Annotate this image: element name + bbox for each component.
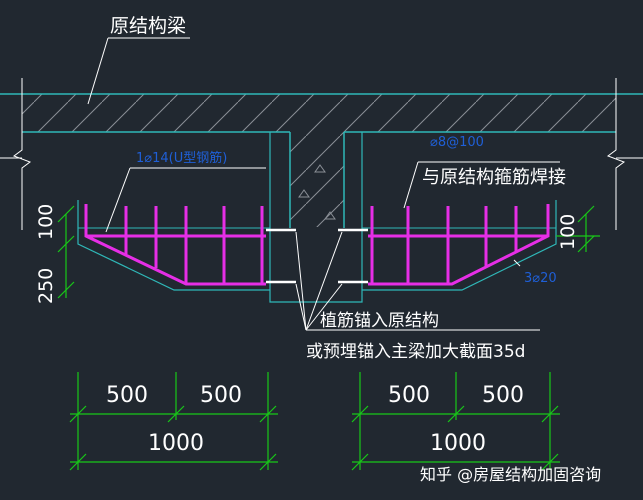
dim-bottom-right-a: 500 xyxy=(388,383,430,408)
dim-bottom-left-a: 500 xyxy=(106,383,148,408)
right-enlargement xyxy=(362,200,557,291)
stirrup-weld-note: 与原结构箍筋焊接 xyxy=(422,167,566,188)
left-rebar xyxy=(84,204,266,286)
right-vertical-dimension xyxy=(556,205,600,253)
bottom-right-dimensions xyxy=(351,372,560,471)
dim-bottom-left-b: 500 xyxy=(200,383,242,408)
anchor-note-line1: 植筋锚入原结构 xyxy=(320,311,439,331)
right-bar-tag: 3⌀20 xyxy=(524,271,557,286)
anchor-note-line2: 或预埋锚入主梁加大截面35d xyxy=(306,342,525,362)
dim-bottom-right-b: 500 xyxy=(482,383,524,408)
bottom-left-dimensions xyxy=(69,372,278,471)
leader-lines xyxy=(87,37,560,331)
dim-right-100: 100 xyxy=(557,214,579,250)
left-vertical-dimension xyxy=(57,205,75,299)
right-rebar xyxy=(368,204,550,286)
beam-web xyxy=(269,132,363,303)
original-beam xyxy=(0,78,643,230)
left-enlargement xyxy=(77,200,270,291)
dim-left-100: 100 xyxy=(35,204,57,240)
dim-bottom-right-total: 1000 xyxy=(430,431,486,456)
dim-bottom-left-total: 1000 xyxy=(148,431,204,456)
right-stirrup-tag: ⌀8@100 xyxy=(430,135,484,150)
watermark-text: 知乎 @房屋结构加固咨询 xyxy=(420,465,601,484)
original-beam-label: 原结构梁 xyxy=(110,15,186,37)
left-bar-tag: 1⌀14(U型钢筋) xyxy=(136,150,227,166)
anchor-bars xyxy=(266,228,368,284)
dim-left-250: 250 xyxy=(35,268,57,304)
